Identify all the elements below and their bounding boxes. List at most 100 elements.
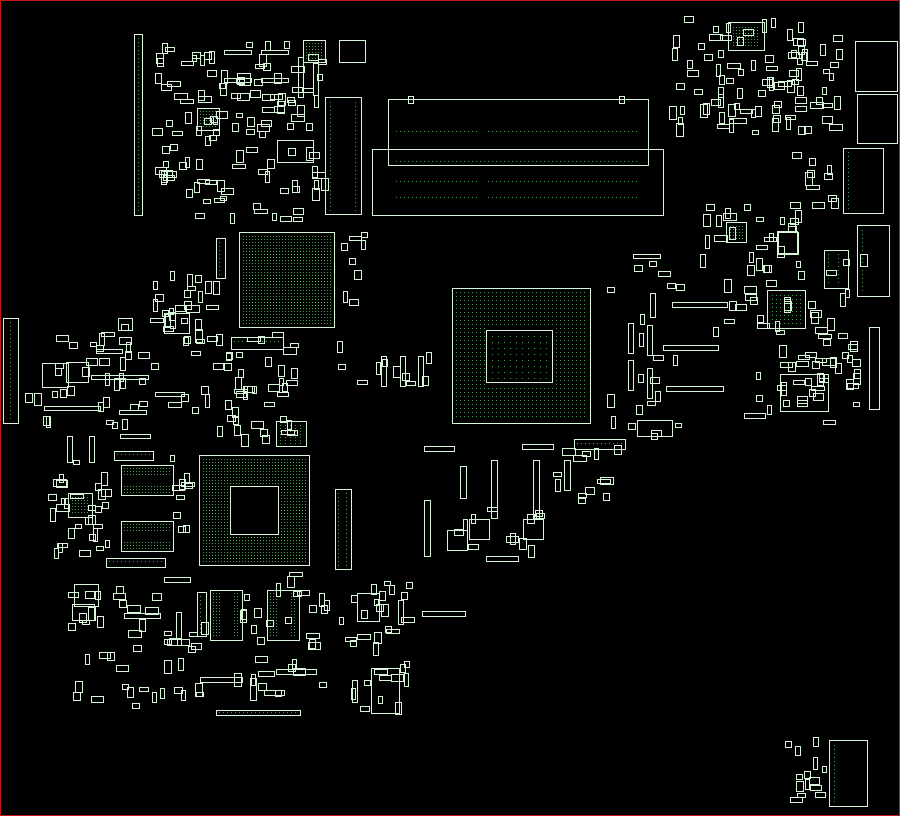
passive-component[interactable] <box>165 47 175 52</box>
ic-soic[interactable] <box>637 420 673 437</box>
passive-component[interactable] <box>236 391 247 398</box>
pin-header[interactable] <box>574 439 626 450</box>
passive-component[interactable] <box>207 336 218 342</box>
passive-component[interactable] <box>181 690 186 701</box>
passive-component[interactable] <box>237 93 250 101</box>
connector-right-a[interactable] <box>843 148 884 214</box>
passive-component[interactable] <box>308 54 319 61</box>
passive-component[interactable] <box>719 75 725 85</box>
trace-component[interactable] <box>633 254 661 259</box>
passive-component[interactable] <box>714 235 728 242</box>
passive-component[interactable] <box>219 83 226 89</box>
passive-component[interactable] <box>280 216 292 222</box>
passive-component[interactable] <box>709 34 723 41</box>
passive-component[interactable] <box>374 669 388 675</box>
passive-component[interactable] <box>676 123 684 137</box>
passive-component[interactable] <box>168 402 182 408</box>
passive-component[interactable] <box>852 359 861 367</box>
passive-component[interactable] <box>687 60 693 69</box>
passive-component[interactable] <box>389 585 395 595</box>
passive-component[interactable] <box>809 158 816 166</box>
passive-component[interactable] <box>91 696 104 703</box>
passive-component[interactable] <box>804 126 812 134</box>
passive-component[interactable] <box>68 528 75 539</box>
passive-component[interactable] <box>113 593 126 600</box>
passive-component[interactable] <box>634 265 643 272</box>
passive-component[interactable] <box>737 88 743 99</box>
gpu-die-area[interactable] <box>230 486 279 535</box>
passive-component[interactable] <box>716 64 721 77</box>
passive-component[interactable] <box>292 186 300 193</box>
passive-component[interactable] <box>236 150 244 163</box>
passive-component[interactable] <box>319 682 327 688</box>
passive-component[interactable] <box>614 445 622 455</box>
component-large[interactable] <box>74 584 99 607</box>
passive-component[interactable] <box>790 797 803 803</box>
passive-component[interactable] <box>281 430 295 435</box>
passive-component[interactable] <box>127 687 134 698</box>
passive-component[interactable] <box>308 642 321 650</box>
passive-component[interactable] <box>204 52 212 60</box>
trace-component[interactable] <box>164 577 191 583</box>
ic-qfn[interactable] <box>197 108 220 131</box>
passive-component[interactable] <box>275 690 282 697</box>
trace-component[interactable] <box>398 600 404 625</box>
passive-component[interactable] <box>780 217 785 225</box>
connector-left-vertical[interactable] <box>134 34 143 216</box>
passive-component[interactable] <box>241 609 247 620</box>
passive-component[interactable] <box>785 741 792 748</box>
passive-component[interactable] <box>829 124 843 131</box>
passive-component[interactable] <box>116 586 124 594</box>
passive-component[interactable] <box>767 77 773 88</box>
passive-component[interactable] <box>506 536 519 543</box>
passive-component[interactable] <box>831 198 839 209</box>
passive-component[interactable] <box>726 78 734 84</box>
passive-component[interactable] <box>285 617 292 624</box>
passive-component[interactable] <box>406 582 413 589</box>
passive-component[interactable] <box>751 60 756 71</box>
pin-header[interactable] <box>114 451 154 461</box>
passive-component[interactable] <box>172 131 183 136</box>
passive-component[interactable] <box>364 680 371 686</box>
passive-component[interactable] <box>818 334 832 339</box>
passive-component[interactable] <box>282 383 288 392</box>
trace-component[interactable] <box>418 356 424 387</box>
passive-component[interactable] <box>234 673 242 687</box>
ic-soic[interactable] <box>778 232 799 255</box>
trace-component[interactable] <box>124 613 161 619</box>
connector-right-b[interactable] <box>857 225 890 297</box>
passive-component[interactable] <box>187 286 196 291</box>
passive-component[interactable] <box>221 188 234 195</box>
passive-component[interactable] <box>611 416 616 429</box>
passive-component[interactable] <box>306 633 320 639</box>
passive-component[interactable] <box>798 355 810 360</box>
passive-component[interactable] <box>764 237 777 242</box>
pin-header-vertical[interactable] <box>335 489 352 570</box>
trace-component[interactable] <box>298 57 304 98</box>
passive-component[interactable] <box>805 779 810 790</box>
passive-component[interactable] <box>338 364 346 370</box>
passive-component[interactable] <box>738 69 744 76</box>
passive-component[interactable] <box>139 687 149 692</box>
passive-component[interactable] <box>255 656 268 663</box>
passive-component[interactable] <box>774 82 785 90</box>
passive-component[interactable] <box>170 271 175 281</box>
passive-component[interactable] <box>184 473 190 483</box>
passive-component[interactable] <box>337 341 343 353</box>
passive-component[interactable] <box>703 103 710 115</box>
passive-component[interactable] <box>729 119 734 133</box>
passive-component[interactable] <box>772 118 779 132</box>
passive-component[interactable] <box>152 128 163 136</box>
passive-component[interactable] <box>823 69 830 74</box>
passive-component[interactable] <box>174 93 188 100</box>
passive-component[interactable] <box>254 209 268 214</box>
passive-component[interactable] <box>161 170 168 183</box>
passive-component[interactable] <box>718 50 724 58</box>
passive-component[interactable] <box>553 472 562 477</box>
passive-component[interactable] <box>306 147 314 161</box>
passive-component[interactable] <box>116 665 129 672</box>
passive-component[interactable] <box>600 477 614 485</box>
passive-component[interactable] <box>278 365 285 377</box>
passive-component[interactable] <box>162 146 170 154</box>
passive-component[interactable] <box>268 384 280 392</box>
